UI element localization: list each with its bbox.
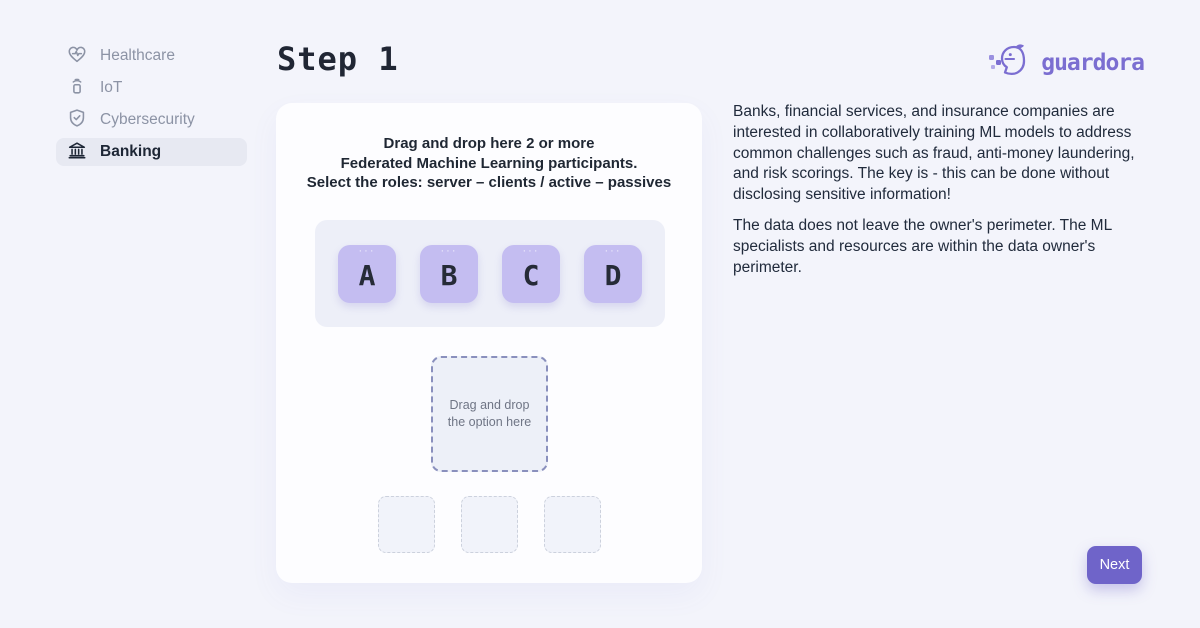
tile-letter: B — [440, 258, 458, 292]
drag-handle-icon: ··· — [522, 244, 540, 257]
participant-tile-strip: ··· A ··· B ··· C ··· D — [315, 220, 665, 327]
participant-tile-a[interactable]: ··· A — [338, 244, 396, 303]
iot-device-icon — [66, 75, 88, 102]
sidebar-item-cybersecurity[interactable]: Cybersecurity — [56, 106, 247, 134]
participant-tile-c[interactable]: ··· C — [502, 244, 560, 303]
empty-drop-slot-3[interactable] — [543, 496, 601, 553]
tile-letter: D — [604, 258, 622, 292]
drag-handle-icon: ··· — [604, 244, 622, 257]
bank-icon — [66, 139, 88, 166]
tile-letter: A — [358, 258, 376, 292]
participant-tile-b[interactable]: ··· B — [420, 244, 478, 303]
knight-helmet-icon — [988, 42, 1034, 83]
drag-handle-icon: ··· — [440, 244, 458, 257]
sidebar-item-label: Cybersecurity — [100, 111, 195, 128]
sidebar-item-label: Banking — [100, 143, 162, 160]
sidebar-item-label: Healthcare — [100, 47, 175, 64]
sidebar-item-iot[interactable]: IoT — [56, 74, 247, 102]
participant-tile-d[interactable]: ··· D — [584, 244, 642, 303]
drag-drop-card: Drag and drop here 2 or more Federated M… — [276, 103, 702, 583]
shield-check-icon — [66, 107, 88, 134]
empty-drop-slot-1[interactable] — [377, 496, 435, 553]
brand-logo: guardora — [988, 42, 1145, 83]
heart-pulse-icon — [66, 43, 88, 70]
sidebar-item-healthcare[interactable]: Healthcare — [56, 42, 247, 70]
empty-slot-row — [276, 496, 702, 553]
info-paragraph-2: The data does not leave the owner's peri… — [733, 216, 1112, 276]
main-drop-target[interactable]: Drag and drop the option here — [431, 356, 548, 472]
sidebar: Healthcare IoT Cybersecurity — [56, 42, 247, 170]
drag-handle-icon: ··· — [358, 244, 376, 257]
next-button[interactable]: Next — [1087, 546, 1142, 584]
tile-letter: C — [522, 258, 540, 292]
sidebar-item-banking[interactable]: Banking — [56, 138, 247, 166]
sidebar-item-label: IoT — [100, 79, 123, 96]
brand-logo-text: guardora — [1041, 49, 1145, 76]
info-paragraph-1: Banks, financial services, and insurance… — [733, 103, 1135, 204]
page-title: Step 1 — [277, 40, 399, 78]
card-instruction: Drag and drop here 2 or more Federated M… — [306, 135, 672, 191]
info-panel: Banks, financial services, and insurance… — [733, 102, 1153, 278]
empty-drop-slot-2[interactable] — [460, 496, 518, 553]
